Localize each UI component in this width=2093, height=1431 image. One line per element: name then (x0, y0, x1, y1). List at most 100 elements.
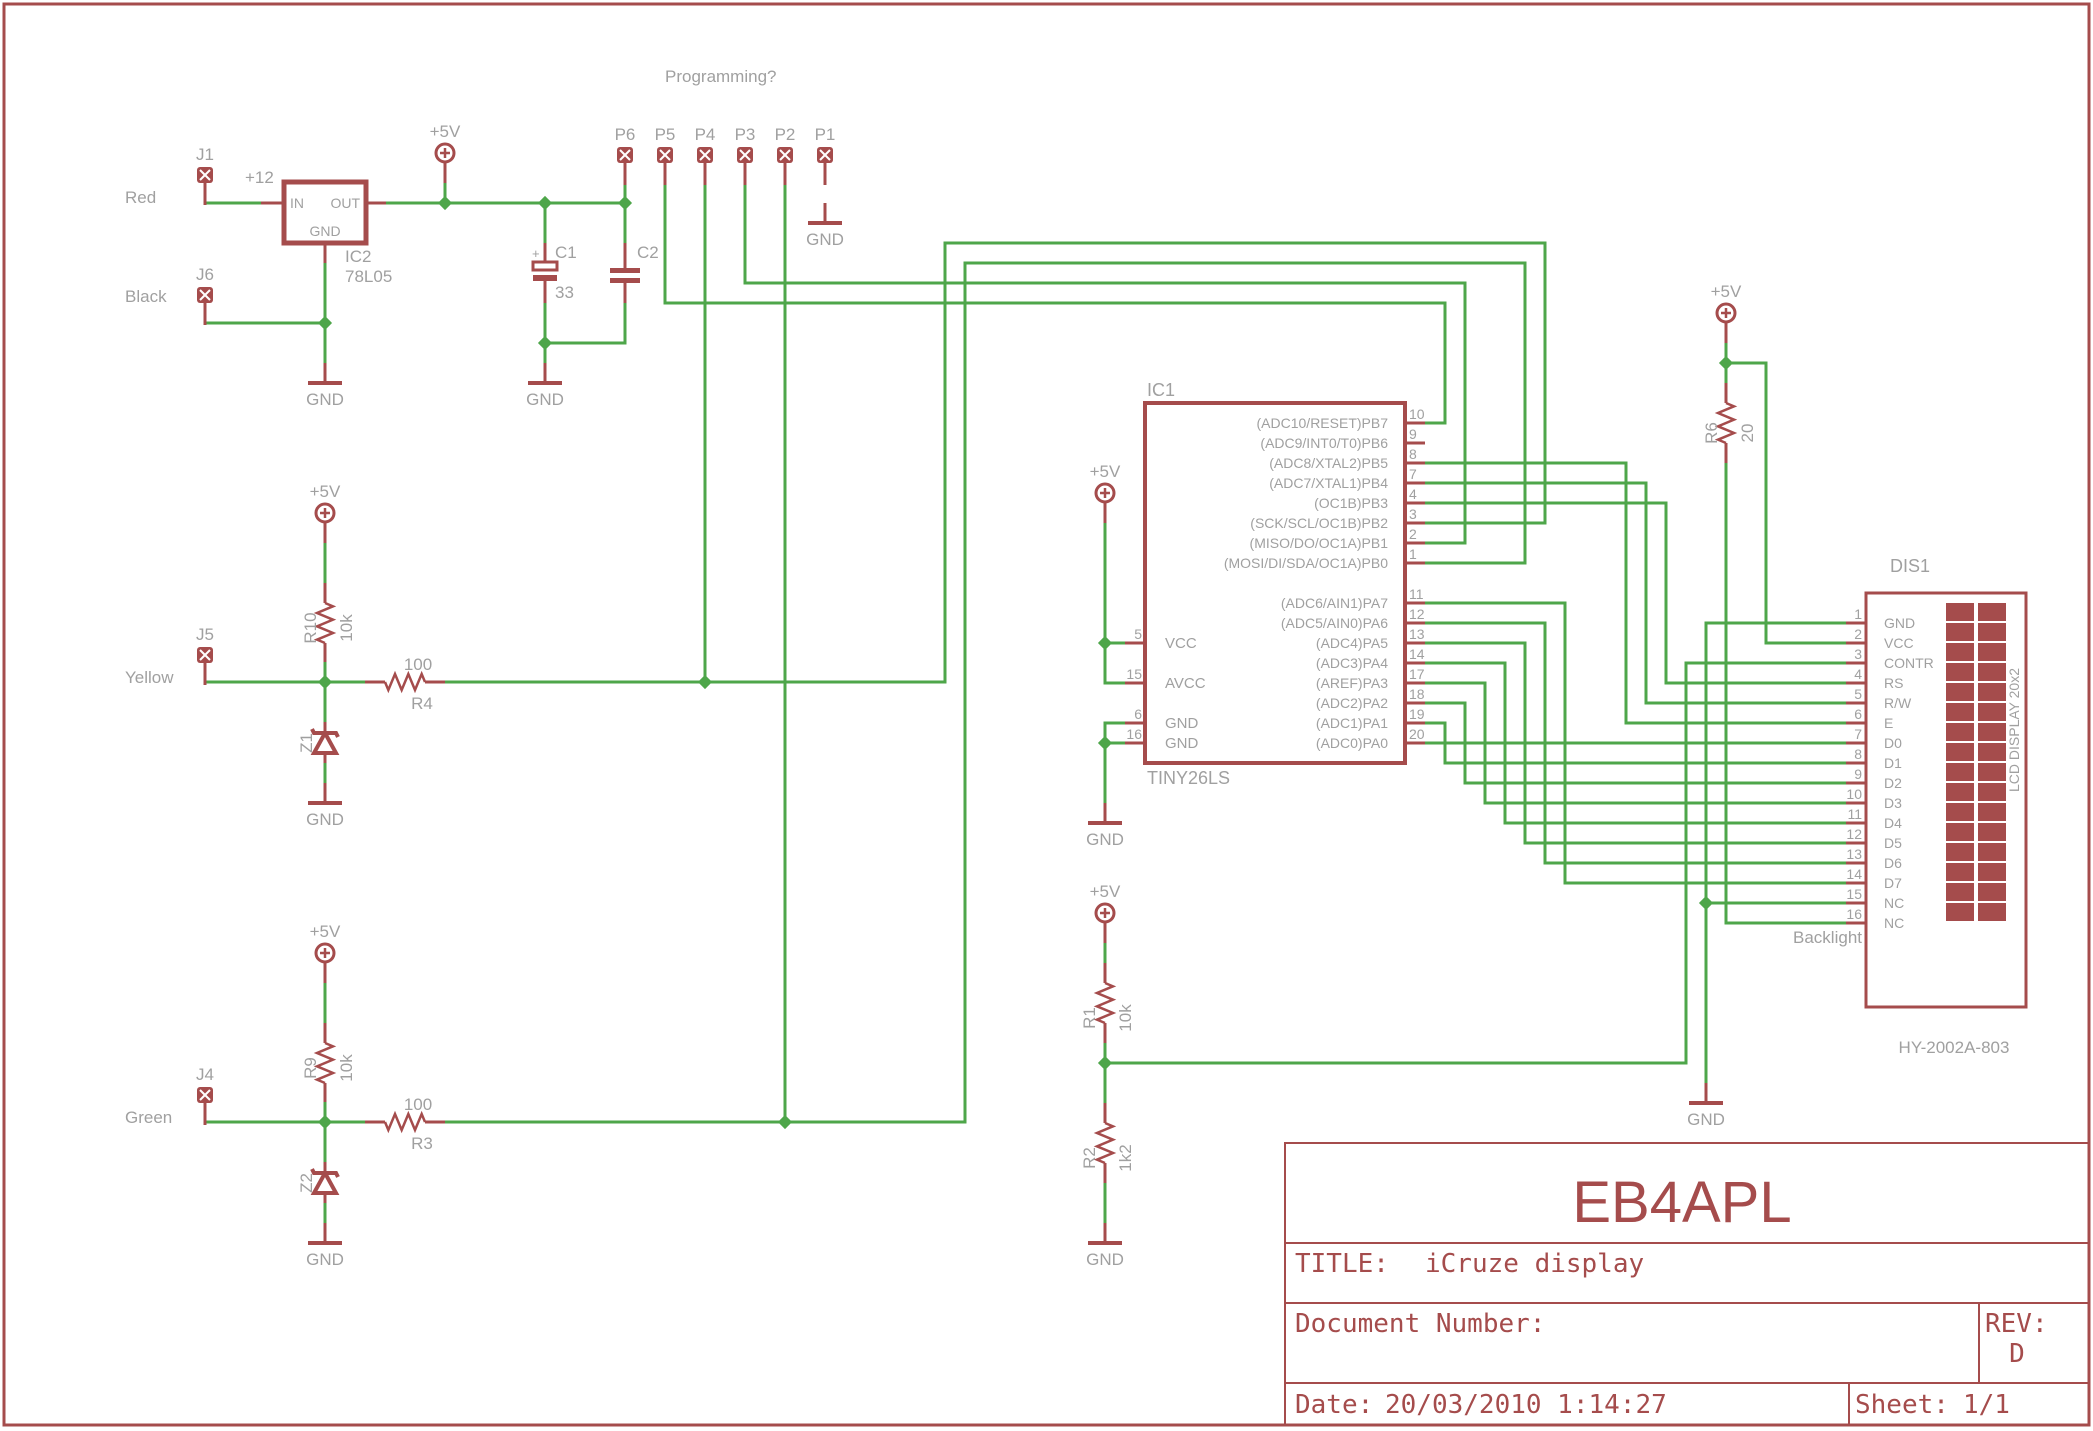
prog-pin-p6: P6 (615, 125, 636, 144)
title-block: EB4APL TITLE: iCruze display Document Nu… (1284, 1142, 2090, 1426)
wire (1425, 701, 1846, 785)
resistor-symbol-icon (383, 1110, 427, 1134)
dis1-pin-number: 2 (1854, 626, 1862, 642)
dis1-pin-number: 3 (1854, 646, 1862, 662)
black-label: Black (125, 287, 167, 306)
pad-cross (779, 149, 791, 161)
dis1-pin-name: D4 (1884, 815, 1902, 831)
lcd-cell (1946, 883, 1974, 901)
ic1-pin-name: (ADC0)PA0 (1316, 735, 1388, 751)
sheet-label: Sheet: (1855, 1390, 1949, 1420)
ic1-pin-name: (MISO/DO/OC1A)PB1 (1250, 535, 1389, 551)
lcd-cell (1946, 643, 1974, 661)
lcd-display-dis1 (1864, 591, 2028, 1009)
dis1-pin-name: NC (1884, 915, 1904, 931)
junction-dot (1097, 635, 1113, 651)
dis1-pin-number: 4 (1854, 666, 1862, 682)
ic1-pin-number: 2 (1409, 526, 1417, 542)
dis1-pin-number: 7 (1854, 726, 1862, 742)
prog-pin-p4: P4 (695, 125, 716, 144)
wire (1425, 661, 1846, 825)
r9-name: R9 (301, 1057, 320, 1079)
j5-label: J5 (196, 625, 214, 644)
vcc-label: +5V (1090, 882, 1121, 901)
r1-name: R1 (1080, 1007, 1099, 1029)
dis1-pin-number: 16 (1846, 906, 1862, 922)
resistor-symbol-icon (383, 670, 427, 694)
author-text: EB4APL (1572, 1170, 1791, 1235)
junction-dot (317, 674, 333, 690)
lcd-cell (1946, 843, 1974, 861)
zener-diode-icon (310, 728, 340, 755)
r4-value: 100 (404, 655, 432, 674)
r6-name: R6 (1702, 422, 1721, 444)
dis1-pin-number: 1 (1854, 606, 1862, 622)
vcc-label: +5V (1711, 282, 1742, 301)
wire (1425, 501, 1846, 685)
microcontroller-ic1 (1143, 401, 1407, 765)
dis1-value: HY-2002A-803 (1899, 1038, 2010, 1057)
c1-name: C1 (555, 243, 577, 262)
capacitor-c2-icon (610, 268, 640, 273)
gnd-label: GND (806, 230, 844, 249)
lcd-cell (1978, 683, 2006, 701)
ic1-pin-number: 15 (1126, 666, 1142, 682)
ic1-pin-number: 5 (1134, 626, 1142, 642)
ic1-pin-name: (OC1B)PB3 (1314, 495, 1388, 511)
wire (1103, 721, 1125, 803)
lcd-cell (1978, 703, 2006, 721)
lcd-cell (1978, 823, 2006, 841)
dis1-pin-name: R/W (1884, 695, 1912, 711)
resistor-symbol-icon (313, 1041, 337, 1085)
vcc-label: +5V (430, 122, 461, 141)
dis1-pin-name: CONTR (1884, 655, 1934, 671)
lcd-cell (1946, 863, 1974, 881)
r3-name: R3 (411, 1134, 433, 1153)
resistor-symbol-icon (1093, 981, 1117, 1025)
junction-dot (537, 335, 553, 351)
pad-cross (819, 149, 831, 161)
r10-name: R10 (301, 612, 320, 643)
ic1-pin-name: (MOSI/DI/SDA/OC1A)PB0 (1224, 555, 1388, 571)
lcd-cell (1946, 743, 1974, 761)
wire (1105, 661, 1846, 1065)
wire (545, 303, 627, 345)
dis1-pin-number: 10 (1846, 786, 1862, 802)
junction-dot (317, 1114, 333, 1130)
wire (1425, 481, 1846, 705)
lcd-cell (1946, 903, 1974, 921)
dis1-body-label: LCD DISPLAY 20x2 (2006, 668, 2022, 792)
resistor-symbol-icon (1714, 401, 1738, 445)
c2-name: C2 (637, 243, 659, 262)
ic1-pin-number: 4 (1409, 486, 1417, 502)
dis1-pin-number: 11 (1847, 806, 1862, 822)
pad-cross (199, 289, 211, 301)
ic1-pin-name: VCC (1165, 635, 1197, 652)
prog-pin-p2: P2 (775, 125, 796, 144)
ic1-pin-number: 9 (1409, 426, 1417, 442)
ic1-pin-name: GND (1165, 715, 1199, 732)
dis1-pin-number: 9 (1854, 766, 1862, 782)
ic1-pin-number: 14 (1409, 646, 1425, 662)
junction-dot (1097, 735, 1113, 751)
ic1-pin-number: 17 (1409, 666, 1425, 682)
doc-number-label: Document Number: (1295, 1309, 1545, 1339)
programming-note: Programming? (665, 67, 777, 86)
lcd-cell (1978, 723, 2006, 741)
ic1-value: TINY26LS (1147, 768, 1230, 788)
dis1-pin-number: 14 (1846, 866, 1862, 882)
ic1-pin-name: (ADC5/AIN0)PA6 (1281, 615, 1388, 631)
gnd-label: GND (306, 1250, 344, 1269)
dis1-pin-name: D2 (1884, 775, 1902, 791)
dis1-pin-name: GND (1884, 615, 1915, 631)
wire (1425, 721, 1846, 765)
ic1-pin-name: (ADC2)PA2 (1316, 695, 1388, 711)
dis1-pin-number: 5 (1854, 686, 1862, 702)
gnd-label: GND (1687, 1110, 1725, 1129)
lcd-cell (1946, 723, 1974, 741)
ic1-pin-name: (SCK/SCL/OC1B)PB2 (1250, 515, 1388, 531)
plus12-label: +12 (245, 168, 274, 187)
ic1-pin-name: GND (1165, 735, 1199, 752)
lcd-cell (1978, 603, 2006, 621)
